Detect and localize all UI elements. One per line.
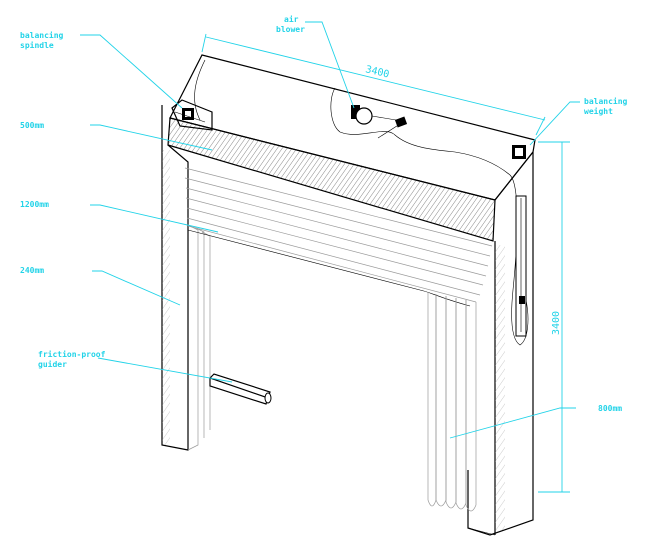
width-dimension: 3400 <box>201 33 546 136</box>
housing-top <box>167 54 536 242</box>
label-friction-guider-2: guider <box>38 359 67 369</box>
housing-cutaway-left <box>194 59 206 121</box>
friction-guider <box>208 373 272 405</box>
label-240mm: 240mm <box>20 266 44 275</box>
balancing-spindle <box>171 99 213 131</box>
height-dimension-label: 3400 <box>551 311 562 335</box>
label-balancing-weight-2: weight <box>584 106 613 116</box>
label-friction-guider-1: friction-proof <box>38 349 106 359</box>
label-air-blower-1: air <box>284 14 299 24</box>
left-column <box>161 105 211 451</box>
label-balancing-spindle-2: spindle <box>20 40 54 50</box>
label-air-blower-2: blower <box>276 25 305 34</box>
label-500mm: 500mm <box>20 121 44 130</box>
label-balancing-weight-1: balancing <box>584 96 628 106</box>
height-dimension: 3400 <box>538 141 570 493</box>
housing-cutaway <box>330 87 529 346</box>
label-800mm: 800mm <box>598 404 622 413</box>
callout-leaders <box>80 21 580 439</box>
air-blower <box>351 105 408 139</box>
curtain-folds <box>427 292 477 512</box>
door-slats <box>184 167 493 307</box>
label-balancing-spindle-1: balancing <box>20 30 64 40</box>
balancing-weight <box>512 145 527 337</box>
label-1200mm: 1200mm <box>20 200 49 209</box>
width-dimension-label: 3400 <box>364 64 390 80</box>
